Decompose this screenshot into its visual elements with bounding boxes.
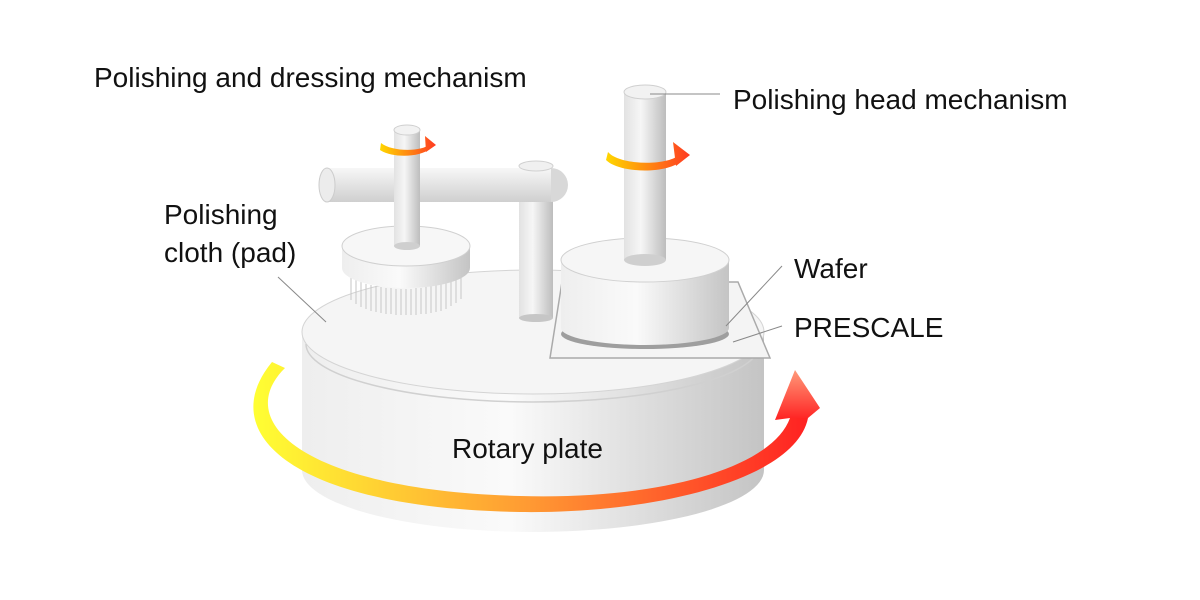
head-rotation-arrow [606,142,690,171]
label-polishing-dressing: Polishing and dressing mechanism [94,62,527,93]
label-wafer: Wafer [794,253,868,284]
label-polishing-cloth-line1: Polishing [164,199,278,230]
rotary-rotation-arrow [253,362,820,513]
label-rotary-plate: Rotary plate [452,433,603,464]
dressing-mechanism [318,124,568,322]
support-post [519,190,553,318]
leader-wafer [725,265,783,327]
leader-prescale [732,325,783,343]
label-polishing-cloth-line2: cloth (pad) [164,237,297,268]
horizontal-arm [327,168,551,202]
dresser-bristles [350,276,462,315]
leader-polishing-cloth [277,276,327,323]
head-shaft [624,92,666,260]
dresser-shaft [394,130,420,246]
label-polishing-cloth: Polishing cloth (pad) [164,196,296,272]
label-prescale: PRESCALE [794,312,944,343]
leader-lines [277,93,783,343]
polishing-head [560,84,730,349]
label-polishing-head: Polishing head mechanism [733,84,1068,115]
dresser-rotation-arrow [380,136,436,156]
